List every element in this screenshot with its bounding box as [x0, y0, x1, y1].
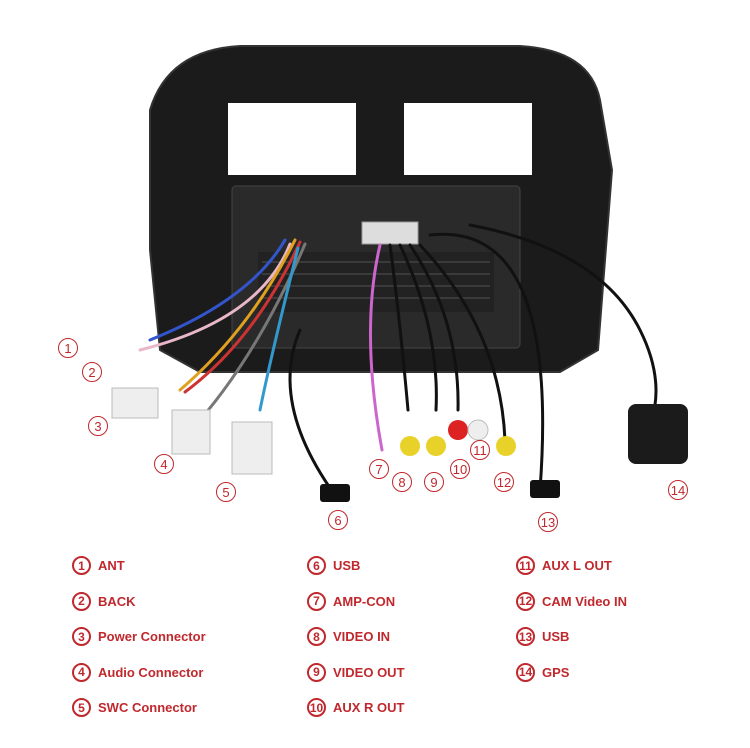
legend-label: AUX R OUT — [333, 700, 405, 716]
legend-label: BACK — [98, 593, 136, 609]
callout-13: 13 — [538, 512, 558, 532]
legend-number: 14 — [516, 662, 535, 682]
legend-number: 4 — [72, 662, 91, 682]
head-unit-diagram — [111, 45, 688, 502]
rca-aux-l — [467, 419, 489, 441]
legend-label: USB — [333, 558, 361, 574]
legend-item: 9 VIDEO OUT — [307, 655, 405, 691]
legend-item: 11 AUX L OUT — [516, 548, 627, 584]
legend-column-2: 6 USB 7 AMP-CON 8 VIDEO IN 9 VIDEO OUT 10 AUX… — [307, 548, 405, 726]
legend-column-1: 1 ANT 2 BACK 3 Power Connector 4 Audio Conne… — [72, 548, 206, 726]
legend-number: 12 — [516, 591, 535, 611]
legend-label: AMP-CON — [333, 593, 396, 609]
legend-label: SWC Connector — [98, 700, 197, 716]
callout-7: 7 — [369, 459, 389, 479]
legend-item: 1 ANT — [72, 548, 206, 584]
legend-item: 13 USB — [516, 619, 627, 655]
legend-item: 6 USB — [307, 548, 405, 584]
callout-8: 8 — [392, 472, 412, 492]
legend-item: 10 AUX R OUT — [307, 690, 405, 726]
product-illustration: 1 2 3 4 5 6 7 8 9 10 11 12 13 14 — [58, 45, 688, 532]
legend-number: 10 — [307, 698, 326, 718]
rca-aux-r — [448, 420, 468, 440]
legend-label: GPS — [542, 664, 570, 680]
callout-11: 11 — [470, 440, 490, 460]
swc-connector — [231, 421, 273, 475]
legend-item: 12 CAM Video IN — [516, 584, 627, 620]
callout-6: 6 — [328, 510, 348, 530]
legend: 1 ANT 2 BACK 3 Power Connector 4 Audio Conne… — [0, 548, 750, 748]
usb-plug-2 — [530, 480, 560, 498]
legend-label: CAM Video IN — [542, 593, 627, 609]
legend-column-3: 11 AUX L OUT 12 CAM Video IN 13 USB 14 GPS — [516, 548, 627, 690]
legend-label: Audio Connector — [98, 664, 204, 680]
legend-label: ANT — [98, 558, 125, 574]
legend-number: 13 — [516, 627, 535, 647]
callout-9: 9 — [424, 472, 444, 492]
legend-number: 1 — [72, 556, 91, 576]
legend-number: 3 — [72, 627, 91, 647]
legend-label: VIDEO OUT — [333, 664, 405, 680]
legend-item: 8 VIDEO IN — [307, 619, 405, 655]
legend-number: 2 — [72, 591, 91, 611]
callout-1: 1 — [58, 338, 78, 358]
legend-number: 11 — [516, 556, 535, 576]
callout-4: 4 — [154, 454, 174, 474]
frame-cutout-left — [228, 103, 356, 175]
legend-item: 7 AMP-CON — [307, 584, 405, 620]
legend-number: 5 — [72, 698, 91, 718]
rca-cam-in — [496, 436, 516, 456]
callout-12: 12 — [494, 472, 514, 492]
callout-2: 2 — [82, 362, 102, 382]
frame-cutout-right — [404, 103, 532, 175]
legend-label: AUX L OUT — [542, 558, 612, 574]
callout-3: 3 — [88, 416, 108, 436]
port-block — [361, 221, 419, 245]
audio-connector — [171, 409, 211, 455]
callout-5: 5 — [216, 482, 236, 502]
gps-antenna — [628, 404, 688, 464]
legend-item: 3 Power Connector — [72, 619, 206, 655]
legend-item: 14 GPS — [516, 655, 627, 691]
legend-item: 2 BACK — [72, 584, 206, 620]
legend-number: 8 — [307, 627, 326, 647]
usb-plug-1 — [320, 484, 350, 502]
callout-10: 10 — [450, 459, 470, 479]
legend-number: 9 — [307, 662, 326, 682]
callout-14: 14 — [668, 480, 688, 500]
legend-number: 7 — [307, 591, 326, 611]
legend-label: Power Connector — [98, 629, 206, 645]
legend-label: USB — [542, 629, 570, 645]
rca-video-in — [400, 436, 420, 456]
legend-label: VIDEO IN — [333, 629, 391, 645]
rca-video-out — [426, 436, 446, 456]
legend-item: 5 SWC Connector — [72, 690, 206, 726]
power-connector — [111, 387, 159, 419]
legend-item: 4 Audio Connector — [72, 655, 206, 691]
legend-number: 6 — [307, 556, 326, 576]
